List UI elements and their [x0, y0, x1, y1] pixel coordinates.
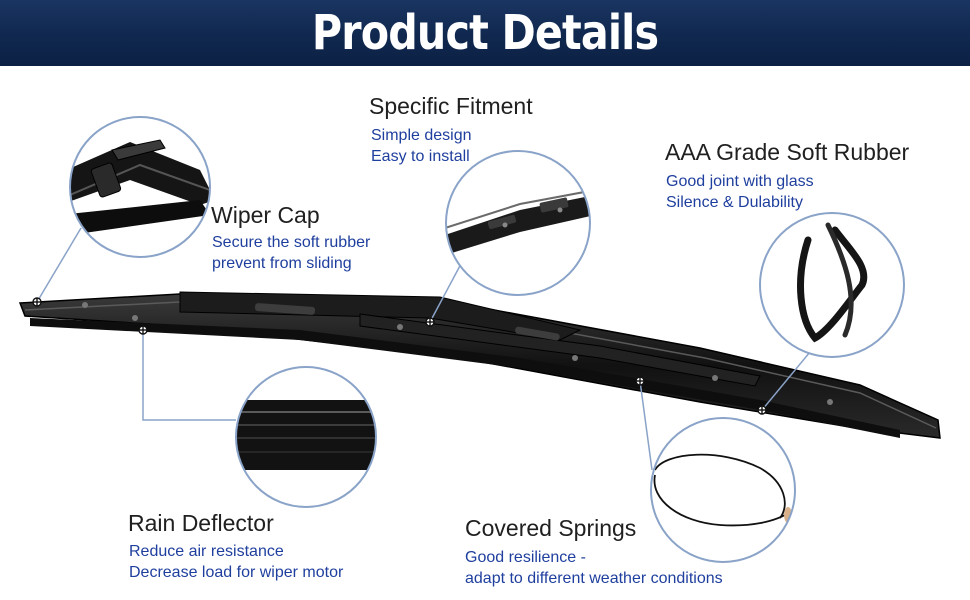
- specific-fitment-line-1: Simple design: [371, 127, 472, 144]
- rain-deflector-title: Rain Deflector: [128, 510, 274, 536]
- marker-wiper-cap: [32, 297, 42, 307]
- marker-specific-fitment: [425, 317, 435, 327]
- callout-rubber: [759, 212, 905, 358]
- specific-fitment-title: Specific Fitment: [369, 93, 533, 119]
- covered-springs-line-1: Good resilience -: [465, 549, 586, 566]
- marker-covered-springs: [635, 376, 645, 386]
- covered-springs-desc: Good resilience - adapt to different wea…: [465, 547, 723, 589]
- rubber-line-1: Good joint with glass: [666, 173, 814, 190]
- specific-fitment-desc: Simple design Easy to install: [371, 125, 472, 167]
- callout-rain-deflector: [235, 366, 377, 508]
- page-title: Product Details: [311, 5, 659, 61]
- callout-specific-fitment: [445, 150, 591, 296]
- callout-covered-springs: [650, 417, 796, 563]
- rain-deflector-desc: Reduce air resistance Decrease load for …: [129, 541, 343, 583]
- rubber-line-2: Silence & Dulability: [666, 194, 803, 211]
- wiper-cap-desc: Secure the soft rubber prevent from slid…: [212, 232, 370, 274]
- marker-rubber: [757, 405, 767, 415]
- callout-leader-lines: [36, 227, 811, 471]
- covered-springs-line-2: adapt to different weather conditions: [465, 570, 723, 587]
- marker-crosshairs: [32, 297, 767, 415]
- rain-deflector-line-1: Reduce air resistance: [129, 543, 284, 560]
- rubber-desc: Good joint with glass Silence & Dulabili…: [666, 171, 814, 213]
- wiper-cap-line-2: prevent from sliding: [212, 255, 352, 272]
- rubber-title: AAA Grade Soft Rubber: [665, 139, 910, 165]
- wiper-blade: [18, 291, 941, 439]
- header-banner: Product Details: [0, 0, 970, 66]
- rain-deflector-line-2: Decrease load for wiper motor: [129, 564, 344, 581]
- wiper-cap-title: Wiper Cap: [211, 202, 320, 228]
- specific-fitment-line-2: Easy to install: [371, 148, 470, 165]
- covered-springs-title: Covered Springs: [465, 515, 637, 541]
- callout-wiper-cap: [69, 116, 211, 258]
- wiper-cap-line-1: Secure the soft rubber: [212, 234, 371, 251]
- marker-rain-deflector: [138, 325, 148, 335]
